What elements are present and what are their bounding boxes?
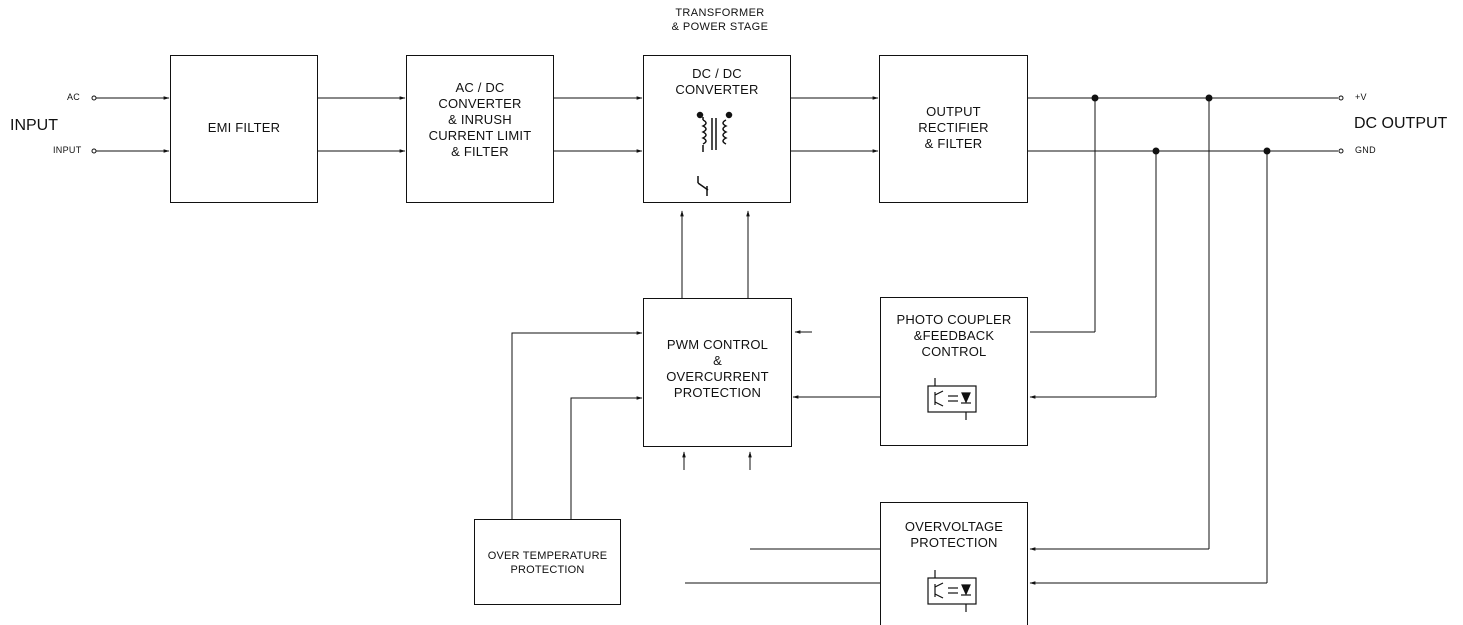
- acdc-converter-block: AC / DC CONVERTER & INRUSH CURRENT LIMIT…: [406, 55, 554, 203]
- terminal-pos-label: +V: [1355, 92, 1367, 102]
- terminal-ac-label: AC: [67, 92, 81, 102]
- dcdc-converter-label: DC / DC CONVERTER: [675, 66, 759, 97]
- input-group-label: INPUT: [10, 117, 58, 134]
- switch-icon: [697, 176, 709, 196]
- wire-otp-pwm-2: [570, 396, 643, 520]
- terminal-gnd-label: GND: [1355, 145, 1376, 155]
- acdc-converter-label: AC / DC CONVERTER & INRUSH CURRENT LIMIT…: [428, 80, 532, 159]
- photo-coupler-block: PHOTO COUPLER &FEEDBACK CONTROL: [880, 297, 1028, 446]
- overvoltage-protection-label: OVERVOLTAGE PROTECTION: [904, 519, 1004, 550]
- terminal-input-label: INPUT: [53, 145, 82, 155]
- emi-filter-label: EMI FILTER: [207, 120, 281, 135]
- terminal-pos: [1338, 95, 1344, 101]
- stage-caption: TRANSFORMER & POWER STAGE: [671, 7, 769, 33]
- over-temperature-block: OVER TEMPERATURE PROTECTION: [474, 519, 621, 605]
- output-rectifier-label: OUTPUT RECTIFIER & FILTER: [918, 104, 989, 151]
- dc-output-label: DC OUTPUT: [1354, 115, 1448, 132]
- over-temperature-label: OVER TEMPERATURE PROTECTION: [487, 550, 608, 576]
- terminal-ac: [91, 95, 97, 101]
- output-rectifier-block: OUTPUT RECTIFIER & FILTER: [879, 55, 1028, 203]
- overvoltage-protection-block: OVERVOLTAGE PROTECTION: [880, 502, 1028, 625]
- dcdc-converter-block: DC / DC CONVERTER: [643, 55, 791, 203]
- wire-otp-pwm-1: [511, 331, 643, 520]
- optocoupler-icon: [927, 378, 977, 420]
- optocoupler-icon: [927, 570, 977, 612]
- terminal-input: [91, 148, 97, 154]
- emi-filter-block: EMI FILTER: [170, 55, 318, 203]
- photo-coupler-label: PHOTO COUPLER &FEEDBACK CONTROL: [896, 312, 1012, 359]
- pwm-control-label: PWM CONTROL & OVERCURRENT PROTECTION: [666, 337, 769, 400]
- transformer-icon: [696, 111, 733, 152]
- pwm-control-block: PWM CONTROL & OVERCURRENT PROTECTION: [643, 298, 792, 447]
- terminal-gnd: [1338, 148, 1344, 154]
